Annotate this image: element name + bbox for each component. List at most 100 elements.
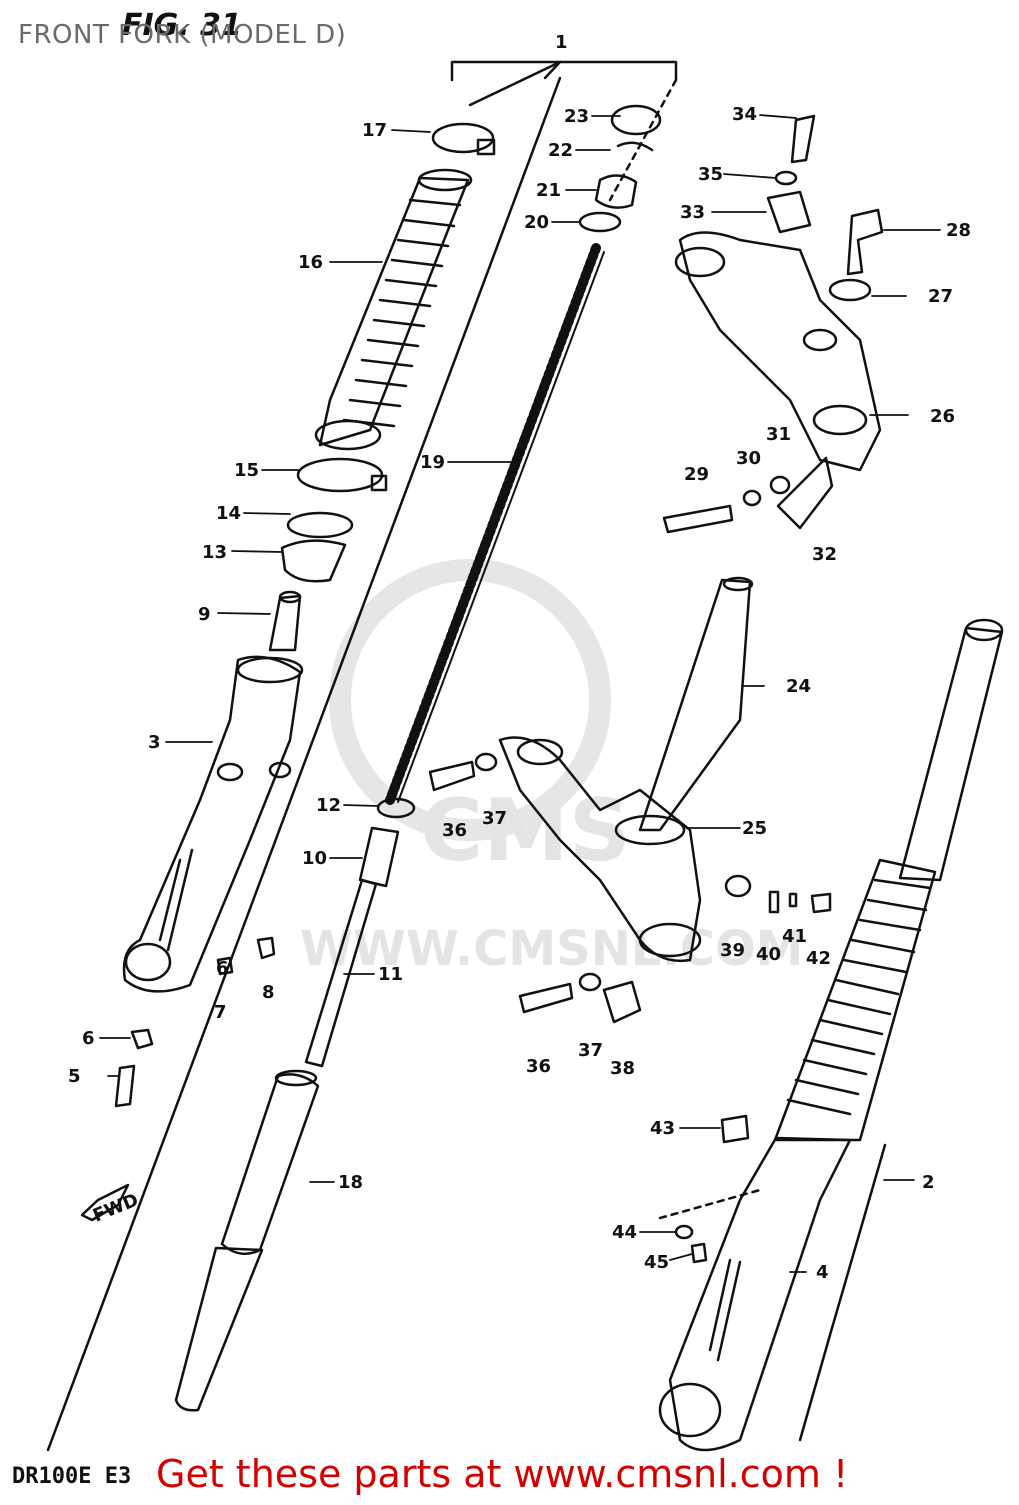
callout-39: 39 <box>720 940 745 961</box>
part-23-cap <box>610 104 662 136</box>
part-30-washer <box>742 489 762 507</box>
part-43-clip <box>720 1114 750 1144</box>
callout-42: 42 <box>806 948 831 969</box>
part-8-plug <box>256 936 276 960</box>
part-38-clamp <box>602 980 642 1024</box>
part-33-holder <box>766 190 812 234</box>
part-31-spacer <box>769 475 791 495</box>
part-2-fork-assembly <box>658 618 1004 1452</box>
callout-3: 3 <box>148 732 161 753</box>
assembly-bracket-leader <box>468 60 562 107</box>
part-44-gasket <box>674 1224 694 1240</box>
part-25-under-bracket <box>498 736 702 963</box>
callout-35: 35 <box>698 164 723 185</box>
left-assembly-guide <box>46 76 562 1452</box>
part-34-bolt <box>790 114 816 164</box>
promo-link[interactable]: Get these parts at www.cmsnl.com ! <box>156 1452 849 1496</box>
part-26-upper-bracket <box>674 231 882 472</box>
figure-label: FIG. 31 <box>122 8 242 43</box>
callout-7: 7 <box>214 1002 227 1023</box>
callout-16: 16 <box>298 252 323 273</box>
part-7-washer <box>216 956 234 976</box>
callout-28: 28 <box>946 220 971 241</box>
part-12-ring <box>376 797 416 819</box>
part-45-bolt <box>690 1242 708 1264</box>
callout-18: 18 <box>338 1172 363 1193</box>
part-36-bolt-upper <box>428 760 476 792</box>
callout-26: 26 <box>930 406 955 427</box>
part-15-ring <box>296 457 384 493</box>
callout-13: 13 <box>202 542 227 563</box>
part-35-washer <box>774 170 798 186</box>
callout-1: 1 <box>555 32 568 53</box>
diagram-caption: FRONT FORK (MODEL D) <box>18 20 347 50</box>
callout-9: 9 <box>198 604 211 625</box>
part-6-gasket <box>130 1028 154 1050</box>
part-29-bolt <box>662 504 734 534</box>
leader-lines <box>99 114 941 1273</box>
part-32-clamp <box>776 456 834 530</box>
callout-8: 8 <box>262 982 275 1003</box>
part-15-clamp-screw <box>370 474 388 492</box>
part-11-damper-rod <box>304 878 378 1068</box>
part-43-guide <box>658 1188 762 1220</box>
part-5-bolt <box>114 1064 136 1108</box>
callout-25: 25 <box>742 818 767 839</box>
part-14-snap-ring <box>286 511 354 539</box>
callout-15: 15 <box>234 460 259 481</box>
callout-36-upper: 36 <box>442 820 467 841</box>
part-37-washer-upper <box>474 752 498 772</box>
callout-20: 20 <box>524 212 549 233</box>
callout-12: 12 <box>316 795 341 816</box>
part-37-washer-lower <box>578 972 602 992</box>
callout-33: 33 <box>680 202 705 223</box>
watermark-url: WWW.CMSNL.COM <box>300 921 804 977</box>
callout-11: 11 <box>378 964 403 985</box>
part-39-ring <box>724 874 752 898</box>
callout-41: 41 <box>782 926 807 947</box>
callout-labels: 1 2 3 4 5 6 7 8 9 10 11 12 13 14 15 16 1… <box>68 32 971 1283</box>
part-42-screw <box>810 892 832 914</box>
callout-40: 40 <box>756 944 781 965</box>
part-40-washer <box>768 890 780 914</box>
part-36-bolt-lower <box>518 982 574 1014</box>
callout-45: 45 <box>644 1252 669 1273</box>
part-24-steering-stem <box>638 576 754 832</box>
callout-17: 17 <box>362 120 387 141</box>
part-18-inner-tube <box>174 1069 320 1412</box>
fwd-arrow <box>80 1183 130 1222</box>
callout-21: 21 <box>536 180 561 201</box>
callout-22: 22 <box>548 140 573 161</box>
callout-27: 27 <box>928 286 953 307</box>
callout-29: 29 <box>684 464 709 485</box>
callout-10: 10 <box>302 848 327 869</box>
model-code: DR100E E3 <box>12 1464 132 1489</box>
callout-6: 6 <box>82 1028 95 1049</box>
part-2-guide-line <box>798 1143 887 1442</box>
callout-44: 44 <box>612 1222 637 1243</box>
part-22-ring <box>616 141 654 152</box>
callout-32: 32 <box>812 544 837 565</box>
callout-4: 4 <box>816 1262 829 1283</box>
assembly-bracket <box>450 60 678 82</box>
callout-36-lower: 36 <box>526 1056 551 1077</box>
part-3-outer-tube <box>122 655 304 993</box>
callout-38: 38 <box>610 1058 635 1079</box>
callout-24: 24 <box>786 676 811 697</box>
part-16-fork-boot <box>314 168 473 451</box>
part-17-clamp <box>431 122 496 156</box>
callout-5: 5 <box>68 1066 81 1087</box>
part-28-bolt <box>846 208 884 276</box>
part-10-damper-rod-top <box>358 826 400 888</box>
part-19-spring <box>385 243 605 805</box>
callout-37-lower: 37 <box>578 1040 603 1061</box>
part-21-plug <box>594 174 638 209</box>
callout-30: 30 <box>736 448 761 469</box>
callout-37-upper: 37 <box>482 808 507 829</box>
callout-31: 31 <box>766 424 791 445</box>
part-13-seal <box>280 539 347 583</box>
callout-6-upper: 6 <box>216 958 229 979</box>
callout-23: 23 <box>564 106 589 127</box>
right-guide <box>608 78 678 202</box>
callout-19: 19 <box>420 452 445 473</box>
